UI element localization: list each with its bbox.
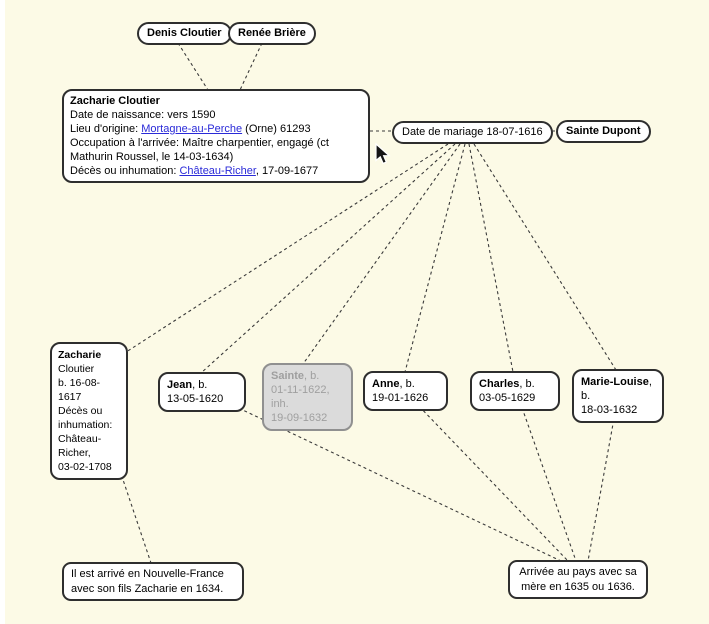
- child-birth-date: 01-11-1622, inh.: [271, 384, 330, 410]
- note-father-arrival[interactable]: Il est arrivé en Nouvelle-France avec so…: [62, 562, 244, 601]
- connector-marriage-child-charles: [468, 143, 514, 373]
- node-child-zacharie[interactable]: Zacharie Cloutier b. 16-08-1617 Décès ou…: [50, 342, 128, 480]
- origin-link[interactable]: Mortagne-au-Perche: [141, 123, 243, 135]
- connector-marie-louise-arrival-note: [587, 401, 618, 562]
- child-line: b. 16-08-1617: [58, 377, 101, 403]
- child-birth-date: 13-05-1620: [167, 393, 224, 405]
- connector-anne-arrival-note: [414, 401, 569, 562]
- person-death: Décès ou inhumation: Château-Richer, 17-…: [70, 164, 362, 178]
- node-renee-briere[interactable]: Renée Brière: [228, 22, 316, 45]
- child-birth-date: 18-03-1632: [581, 404, 638, 416]
- child-name: Sainte: [271, 370, 305, 382]
- child-line: Décès ou: [58, 405, 103, 417]
- death-place-link[interactable]: Château-Richer: [179, 165, 256, 177]
- child-name: Jean: [167, 379, 193, 391]
- person-birth: Date de naissance: vers 1590: [70, 109, 216, 121]
- death-suffix: , 17-09-1677: [255, 165, 319, 177]
- child-line: Cloutier: [58, 363, 95, 375]
- child-birth-date: 03-05-1629: [479, 392, 536, 404]
- child-line: inhumation:: [58, 419, 113, 431]
- origin-suffix: (Orne) 61293: [242, 123, 311, 135]
- connector-charles-arrival-note: [519, 401, 577, 562]
- connector-marriage-child-zacharie: [119, 143, 449, 357]
- origin-label: Lieu d'origine:: [70, 123, 142, 135]
- child-birth-label: , b.: [399, 378, 415, 390]
- node-zacharie-cloutier[interactable]: Zacharie Cloutier Date de naissance: ver…: [62, 89, 370, 183]
- child-line: 03-02-1708: [58, 461, 112, 473]
- child-name: Charles: [479, 378, 520, 390]
- child-name: Marie-Louise: [581, 376, 649, 388]
- note-children-arrival[interactable]: Arrivée au pays avec sa mère en 1635 ou …: [508, 560, 648, 599]
- node-child-sainte[interactable]: Sainte, b. 01-11-1622, inh. 19-09-1632: [262, 363, 353, 431]
- person-name: Zacharie Cloutier: [70, 95, 160, 107]
- connector-marriage-child-marie-louise: [473, 143, 617, 371]
- node-child-marie-louise[interactable]: Marie-Louise, b. 18-03-1632: [572, 369, 664, 423]
- child-burial-date: 19-09-1632: [271, 412, 328, 424]
- node-denis-cloutier[interactable]: Denis Cloutier: [137, 22, 232, 45]
- death-label: Décès ou inhumation:: [70, 165, 180, 177]
- connector-marriage-child-jean: [200, 143, 456, 374]
- window-edge: [0, 0, 5, 624]
- node-sainte-dupont[interactable]: Sainte Dupont: [556, 120, 651, 143]
- node-child-jean[interactable]: Jean, b. 13-05-1620: [158, 372, 246, 412]
- child-line: Château-Richer,: [58, 433, 102, 459]
- child-name: Zacharie: [58, 349, 102, 361]
- person-occupation: Occupation à l'arrivée: Maître charpenti…: [70, 137, 329, 163]
- mouse-cursor-icon: [375, 143, 391, 165]
- child-name: Anne: [372, 378, 400, 390]
- node-child-anne[interactable]: Anne, b. 19-01-1626: [363, 371, 448, 411]
- connector-renee-zacharie: [239, 42, 263, 91]
- child-birth-date: 19-01-1626: [372, 392, 429, 404]
- node-child-charles[interactable]: Charles, b. 03-05-1629: [470, 371, 560, 411]
- child-birth-label: , b.: [192, 379, 208, 391]
- child-birth-label: , b.: [304, 370, 320, 382]
- connector-denis-zacharie: [177, 42, 209, 91]
- child-birth-label: , b.: [581, 376, 652, 402]
- child-birth-label: , b.: [519, 378, 535, 390]
- person-origin: Lieu d'origine: Mortagne-au-Perche (Orne…: [70, 122, 362, 136]
- node-marriage-date[interactable]: Date de mariage 18-07-1616: [392, 121, 553, 144]
